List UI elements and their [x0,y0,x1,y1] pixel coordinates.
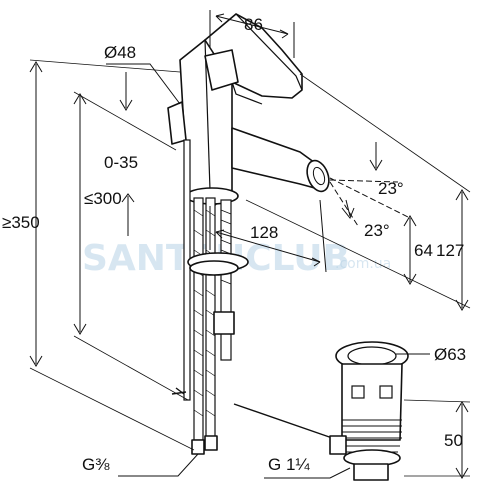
hoses-and-fixing [171,139,339,455]
dim-350-line [29,61,43,367]
label-64: 64 [414,241,433,260]
dim-127-extension [245,73,471,309]
faucet-body [167,13,330,206]
dim-0-35-lower [121,193,135,236]
dim-86-arrows [215,13,289,39]
drain-thread-leader [264,467,351,479]
dim-128-arrows [215,229,321,267]
dim-300-extension [73,91,189,401]
watermark-domain: .com.ua [335,256,391,272]
dim-50-extension [403,399,471,477]
lever-underside [231,81,263,105]
threaded-stud [220,199,232,361]
clamp-block [213,311,235,335]
lever-edge [235,13,303,91]
label-angle-bottom: 23° [364,221,390,240]
label-350: ≥350 [2,213,40,232]
angle-arrow-top [369,142,383,171]
dim-128-lines [209,199,327,273]
pop-up-rod [183,139,191,401]
drain-slot-right [379,385,393,399]
hose-left [193,197,204,441]
label-hose-thread: G⅜ [82,455,110,474]
pop-up-drain [329,341,409,481]
label-angle-top: 23° [378,179,404,198]
dim-300-line [73,93,87,335]
cartridge-cap [204,49,239,91]
drain-slot-left [351,385,365,399]
drain-body [341,363,403,441]
label-50: 50 [444,431,463,450]
spray-angle-lines [329,177,411,227]
label-0-35: 0-35 [104,153,138,172]
dim-127-line [455,189,469,311]
drain-thread [342,419,402,453]
dimension-labels: 86 Ø48 0-35 ≤300 ≥350 128 23° 23° 64 127… [2,15,466,474]
angle-arrow-bottom [341,199,355,219]
label-127: 127 [436,241,464,260]
label-48: Ø48 [104,43,136,62]
label-86: 86 [244,15,263,34]
hose-fitting-left [191,439,205,455]
drain-lever-housing [329,435,347,455]
label-drain-thread: G 1¼ [268,455,310,474]
fixing-nut [189,260,239,276]
hose-thread-leader [118,453,199,477]
dim-350-extension [29,59,195,451]
spout-aerator [312,166,326,186]
hose-fitting-right [204,435,218,451]
dimension-lines [29,10,471,479]
dim-0-35-arrow [119,72,133,111]
linkage-rod [171,387,339,441]
dim-86-lines [209,10,295,58]
label-63: Ø63 [434,345,466,364]
label-128: 128 [250,223,278,242]
pop-up-knob [167,101,187,145]
dim-48-leader [106,63,181,105]
label-300: ≤300 [84,189,122,208]
faucet-edge [204,39,211,191]
drain-tailpiece [353,463,389,481]
